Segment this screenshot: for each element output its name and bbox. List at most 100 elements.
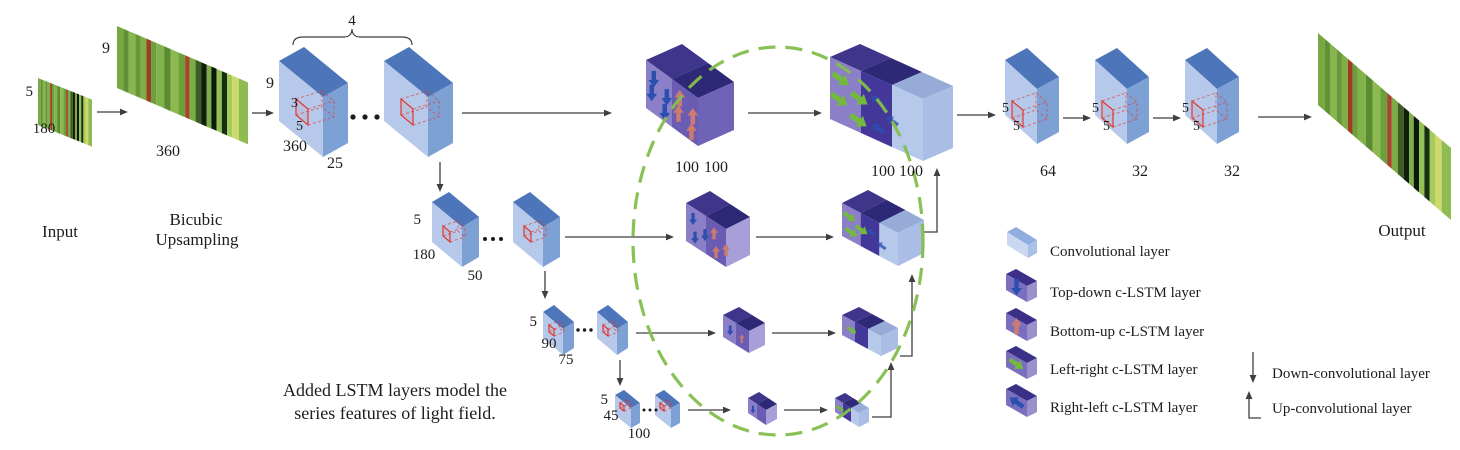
- stage1-count-label: 4: [348, 13, 356, 29]
- lstm-direction-arrow: [710, 227, 718, 240]
- lstm-direction-arrow: [659, 103, 671, 121]
- lstm-row1-left-channels-2: 100: [704, 159, 728, 176]
- legend-label-bottom-up: Bottom-up c-LSTM layer: [1050, 324, 1204, 340]
- note-line1: Added LSTM layers model the: [283, 380, 507, 400]
- lstm-row4-left: [748, 392, 777, 425]
- legend-label-conv: Convolutional layer: [1050, 244, 1170, 260]
- conv32b-kernel-height-label: 5: [1182, 101, 1189, 116]
- lstm-direction-arrow: [1011, 278, 1022, 296]
- lstm-direction-arrow: [842, 211, 856, 222]
- lstm-row1-right-channels-1: 100: [871, 163, 895, 180]
- lstm-direction-arrow: [1011, 317, 1022, 335]
- stage3-width-label: 90: [542, 336, 557, 352]
- stage4-width-label: 45: [604, 408, 619, 424]
- repeat-dots: [350, 114, 658, 412]
- lstm-direction-arrow: [829, 91, 848, 106]
- lstm-direction-arrow: [646, 84, 658, 102]
- input-caption: Input: [42, 222, 78, 241]
- lstm-direction-arrow: [835, 405, 844, 412]
- lstm-direction-arrow: [872, 124, 886, 134]
- legend-label-top-down: Top-down c-LSTM layer: [1050, 285, 1201, 301]
- lstm-direction-arrow: [1008, 357, 1024, 370]
- lstm-direction-arrow: [691, 231, 699, 244]
- lstm-direction-arrow: [726, 325, 734, 336]
- conv32a-channels-label: 32: [1132, 163, 1148, 180]
- conv-32a-block: [1095, 48, 1149, 144]
- bicubic-width-label: 360: [156, 143, 180, 160]
- conv32a-kernel-height-label: 5: [1092, 101, 1099, 116]
- legend-label-right-left: Right-left c-LSTM layer: [1050, 400, 1197, 416]
- lstm-row3-right: [842, 307, 898, 356]
- stage3-channels-label: 75: [559, 352, 574, 368]
- conv-stage2-block2: [513, 192, 560, 267]
- stage1-channels-label: 25: [327, 155, 343, 172]
- stage1-width-label: 360: [283, 138, 307, 155]
- input-image: [38, 78, 92, 147]
- stage1-kernel-height-label: 3: [291, 96, 298, 111]
- input-height-label: 5: [26, 84, 34, 100]
- conv-stage3-block1: [543, 305, 574, 355]
- lstm-direction-arrow: [661, 89, 673, 106]
- stage1-height-label: 9: [266, 75, 274, 92]
- output-caption: Output: [1378, 221, 1426, 240]
- lstm-direction-arrow: [849, 90, 868, 105]
- stage4-height-label: 5: [601, 392, 609, 408]
- legend-left-right-box: [1006, 346, 1037, 379]
- lstm-direction-arrow: [750, 405, 756, 414]
- output-image: [1318, 33, 1451, 221]
- stage1-kernel-width-label: 5: [296, 119, 303, 134]
- lstm-direction-arrow: [673, 105, 684, 122]
- conv-stage4-block1: [615, 390, 640, 428]
- conv-stage1-block1: [279, 47, 348, 157]
- legend-right-left-box: [1006, 384, 1037, 417]
- conv64-kernel-width-label: 5: [1013, 119, 1020, 134]
- conv-64-block: [1005, 48, 1059, 144]
- lstm-direction-arrow: [846, 325, 857, 334]
- legend-conv-arrows: [1245, 352, 1261, 419]
- lstm-direction-arrow: [689, 212, 697, 225]
- bicubic-height-label: 9: [102, 40, 110, 57]
- stage3-height-label: 5: [530, 314, 538, 330]
- lstm-direction-arrow: [648, 70, 660, 88]
- lstm-direction-arrow: [831, 71, 849, 86]
- legend-conv-box: [1007, 227, 1037, 258]
- lstm-row1-right: [829, 44, 953, 161]
- legend-label-left-right: Left-right c-LSTM layer: [1050, 362, 1197, 378]
- legend-up-conv-label: Up-convolutional layer: [1272, 401, 1412, 417]
- bicubic-image: [117, 26, 248, 145]
- conv-32b-block: [1185, 48, 1239, 144]
- lstm-direction-arrow: [701, 229, 709, 242]
- conv64-channels-label: 64: [1040, 163, 1056, 180]
- lstm-direction-arrow: [738, 334, 745, 344]
- conv64-kernel-height-label: 5: [1002, 101, 1009, 116]
- bicubic-caption-line1: Bicubic: [170, 210, 223, 229]
- bicubic-caption-line2: Upsampling: [155, 230, 239, 249]
- lstm-direction-arrow: [686, 123, 697, 140]
- legend-bottom-up-box: [1006, 308, 1037, 341]
- lstm-direction-arrow: [854, 224, 868, 235]
- lstm-row2-left: [686, 191, 750, 267]
- lstm-direction-arrow: [866, 229, 877, 237]
- conv-stage3-block2: [597, 305, 628, 355]
- lstm-direction-arrow: [844, 226, 858, 237]
- lstm-highlight-ellipse: [631, 45, 925, 437]
- conv32b-channels-label: 32: [1224, 163, 1240, 180]
- stage1-brace: [292, 28, 413, 46]
- conv-stage2-block1: [432, 192, 479, 267]
- labels: 5180Input9360BicubicUpsampling4935360255…: [26, 13, 1430, 442]
- stage2-channels-label: 50: [468, 268, 483, 284]
- lstm-direction-arrow: [712, 246, 720, 259]
- stage4-channels-label: 100: [628, 426, 651, 442]
- lstm-row1-left: [646, 44, 734, 146]
- legend-down-conv-label: Down-convolutional layer: [1272, 366, 1430, 382]
- lstm-row1-right-channels-2: 100: [899, 163, 923, 180]
- lstm-row1-left-channels-1: 100: [675, 159, 699, 176]
- conv32a-kernel-width-label: 5: [1103, 119, 1110, 134]
- conv32b-kernel-width-label: 5: [1193, 119, 1200, 134]
- lstm-row2-right: [842, 190, 924, 266]
- lstm-row4-right: [835, 393, 869, 427]
- legend-top-down-box: [1006, 269, 1037, 302]
- flow-arrows: [97, 108, 1312, 414]
